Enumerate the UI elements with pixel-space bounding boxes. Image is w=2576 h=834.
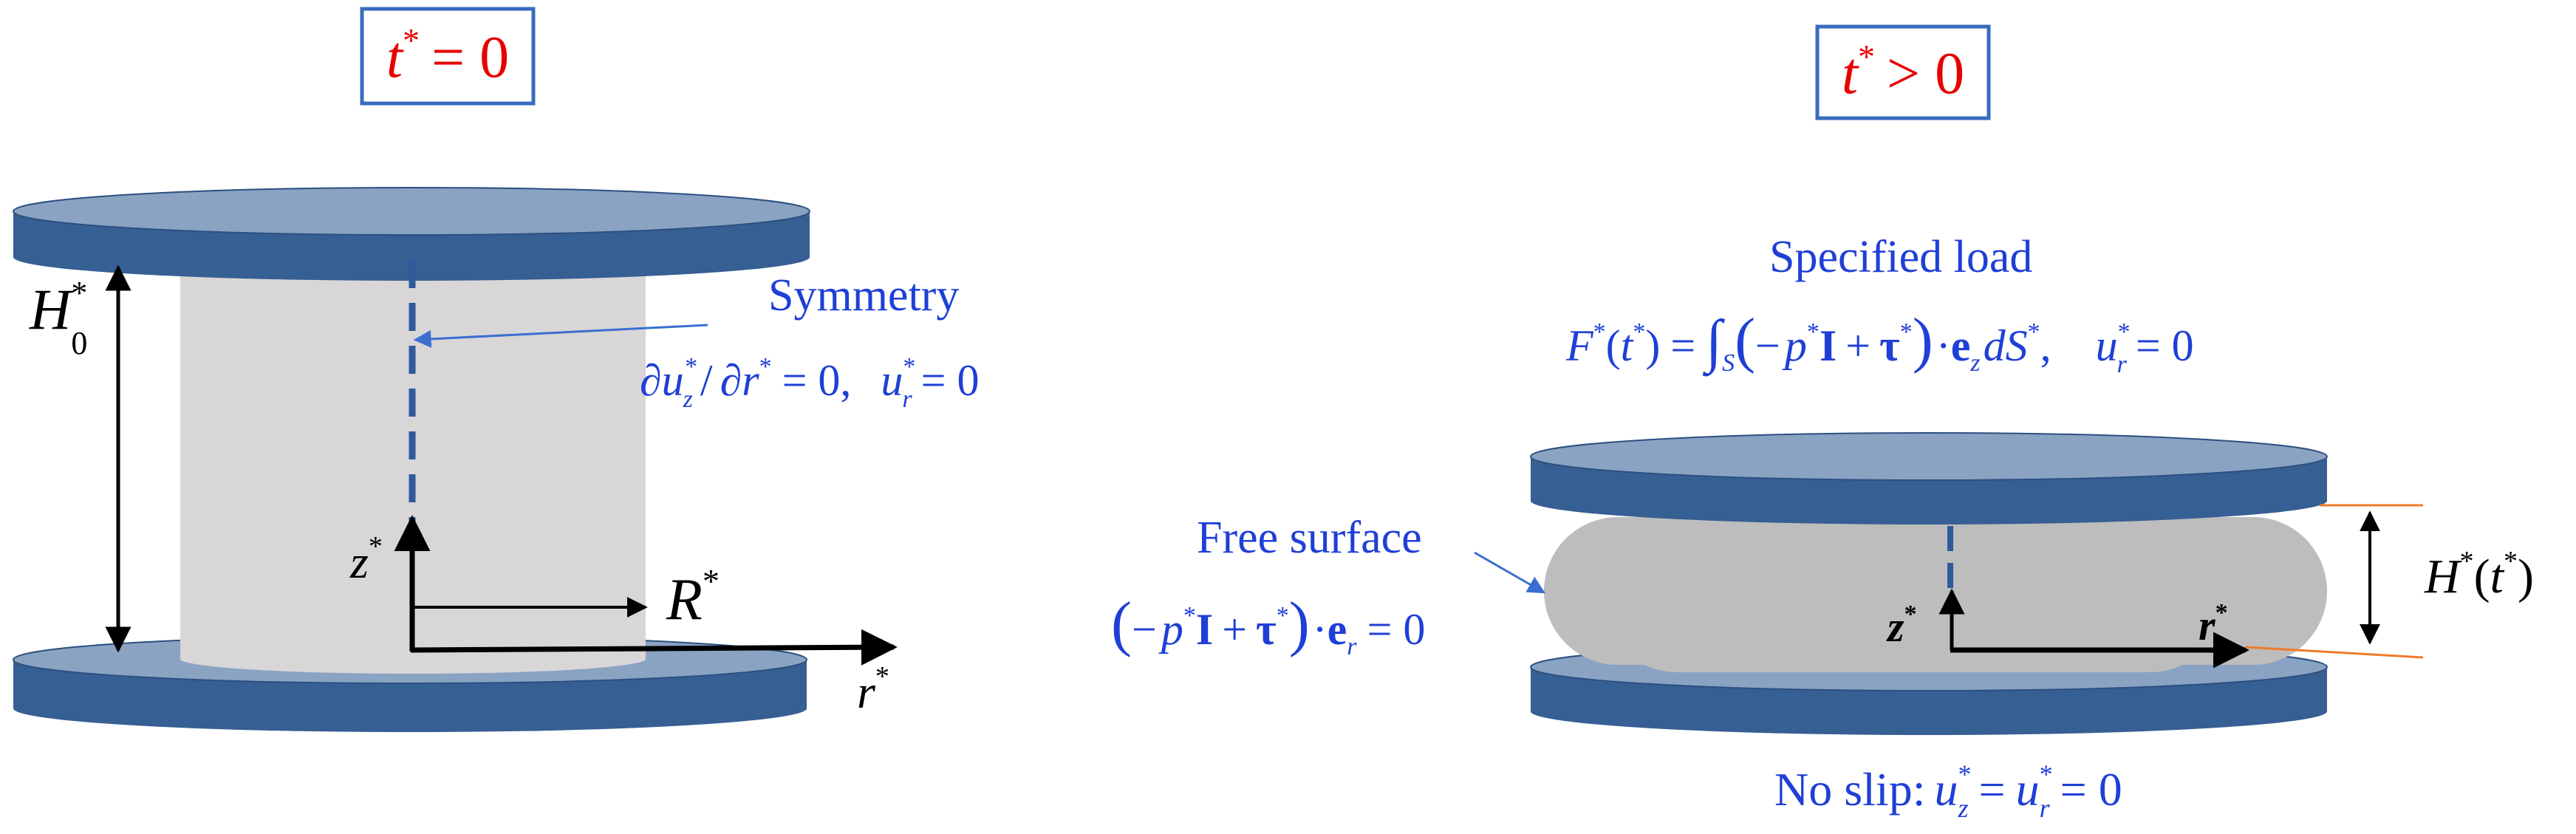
load-condition: F*(t*)=∫S(−p*I+τ*)·ezdS*,u*r= 0: [1565, 306, 2194, 378]
load-title: Specified load: [1769, 232, 2032, 282]
right-panel: t*> 0 Specified load F*(t*)=∫S(−p*I+τ*)·…: [1111, 24, 2534, 823]
time-label-initial: t*= 0: [386, 21, 509, 90]
free-surface-condition: (−p*I+τ*)·er= 0: [1111, 589, 1425, 660]
top-plate-squeezed: [1530, 432, 2328, 524]
free-surface-leader-line: [1474, 551, 1546, 594]
height-label-initial: H*0: [29, 275, 87, 361]
fluid-squeezed: [1544, 513, 2327, 672]
top-plate-initial: [13, 187, 810, 281]
gap-marker-bottom: [2245, 646, 2424, 659]
r-axis-label-squeezed: r*: [2199, 599, 2228, 649]
no-slip-condition: No slip:u*z=u*r= 0: [1774, 759, 2122, 823]
r-axis-label-initial: r*: [857, 661, 889, 718]
left-panel: t*= 0 H*0 z* R*: [13, 7, 979, 732]
z-axis-label-squeezed: z*: [1886, 601, 1917, 651]
r-axis-arrow-initial: [410, 629, 898, 666]
z-axis-label-initial: z*: [349, 531, 383, 588]
time-box-initial: [360, 7, 536, 106]
radius-label-initial: R*: [666, 562, 720, 632]
symmetry-condition: ∂u*z/∂r*= 0,u*r= 0: [640, 353, 979, 413]
symmetry-title: Symmetry: [768, 270, 959, 321]
symmetry-leader-line: [413, 324, 708, 348]
free-surface-title: Free surface: [1197, 513, 1422, 563]
time-box-later: [1815, 24, 1991, 120]
height-label-squeezed: H*(t*): [2424, 546, 2534, 604]
time-label-later: t*> 0: [1842, 38, 1964, 106]
